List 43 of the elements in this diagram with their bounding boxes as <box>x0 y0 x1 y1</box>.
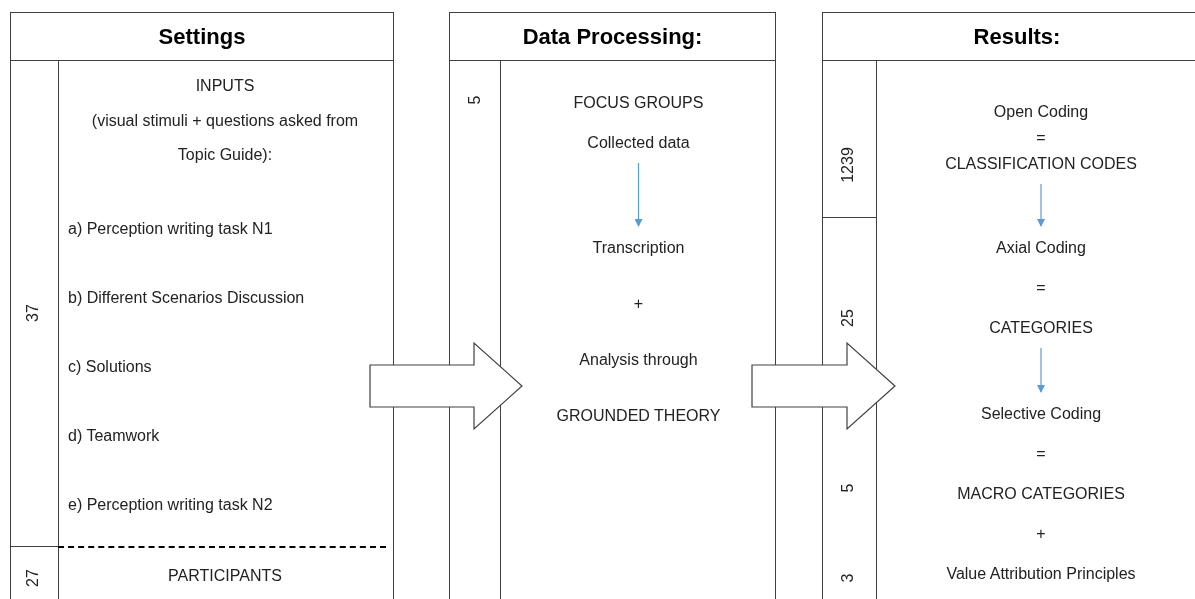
setting-text: PARTICIPANTS <box>168 566 282 586</box>
panel-heading: Settings <box>158 23 246 51</box>
stage-text: Axial Coding <box>996 238 1086 258</box>
stage-text: = <box>1036 278 1046 298</box>
stage-text: FOCUS GROUPS <box>573 93 704 113</box>
setting-text: a) Perception writing task N1 <box>68 219 273 239</box>
count-label: 27 <box>23 569 42 587</box>
column-panel <box>449 12 776 599</box>
count-label: 3 <box>838 573 857 583</box>
column-panel <box>822 12 1195 599</box>
count-label: 25 <box>838 309 857 327</box>
stage-text: CATEGORIES <box>989 318 1093 338</box>
count-label: 5 <box>838 483 857 493</box>
setting-text: e) Perception writing task N2 <box>68 495 273 515</box>
stage-text: Selective Coding <box>980 404 1102 424</box>
stage-text: MACRO CATEGORIES <box>957 484 1125 504</box>
stage-text: Collected data <box>587 133 690 153</box>
count-label: 37 <box>23 304 42 322</box>
count-label: 1239 <box>838 147 857 183</box>
setting-text: (visual stimuli + questions asked from Topic Guide): <box>90 111 360 165</box>
arrow <box>1037 347 1045 393</box>
setting-text: b) Different Scenarios Discussion <box>68 288 305 308</box>
stage-text: CLASSIFICATION CODES <box>945 154 1137 174</box>
stage-text: = <box>1036 444 1046 464</box>
setting-text: c) Solutions <box>68 357 152 377</box>
setting-text: INPUTS <box>195 76 255 96</box>
arrow <box>1037 183 1045 227</box>
block-arrow <box>369 341 523 431</box>
count-label: 5 <box>465 95 484 105</box>
stage-text: + <box>1036 524 1046 544</box>
stage-text: GROUNDED THEORY <box>556 406 721 426</box>
stage-text: + <box>633 294 644 314</box>
stage-text: Value Attribution Principles <box>946 564 1136 584</box>
stage-text: Open Coding <box>993 102 1089 122</box>
setting-text: d) Teamwork <box>68 426 160 446</box>
panel-heading: Data Processing: <box>522 23 703 51</box>
block-arrow <box>751 341 896 431</box>
column-panel <box>10 12 394 599</box>
stage-text: = <box>1036 128 1046 148</box>
stage-text: Analysis through <box>579 350 698 370</box>
arrow <box>634 162 643 227</box>
panel-heading: Results: <box>973 23 1061 51</box>
stage-text: Transcription <box>592 238 685 258</box>
